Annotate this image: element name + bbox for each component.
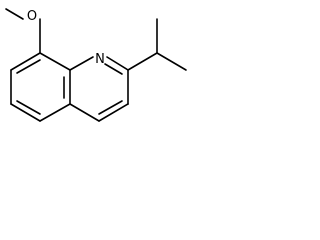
bond-n-c2: [106, 56, 129, 71]
double-bond-c6-c5: [16, 100, 41, 115]
bond-c4a-c5: [39, 103, 71, 122]
bond-ch-methyl-right: [156, 52, 187, 71]
double-bond-c3-c4: [98, 100, 123, 115]
bond-c8-c8a: [39, 52, 71, 71]
bond-c5-c6: [10, 103, 41, 122]
bond-methyl-o: [5, 8, 24, 20]
double-bond-c8-c7: [16, 59, 41, 74]
bond-c3-c4: [98, 103, 129, 122]
bond-lines: [5, 8, 187, 122]
nitrogen-atom-label: N: [95, 52, 105, 67]
bond-c2-ch: [127, 52, 158, 71]
molecule-structure: O N: [5, 8, 187, 122]
double-bond-n-c2: [104, 63, 123, 75]
oxygen-atom-label: O: [27, 9, 37, 24]
bond-c4-c4a: [69, 103, 100, 122]
bond-c8a-n: [69, 56, 94, 71]
bond-c7-c8: [10, 52, 41, 71]
